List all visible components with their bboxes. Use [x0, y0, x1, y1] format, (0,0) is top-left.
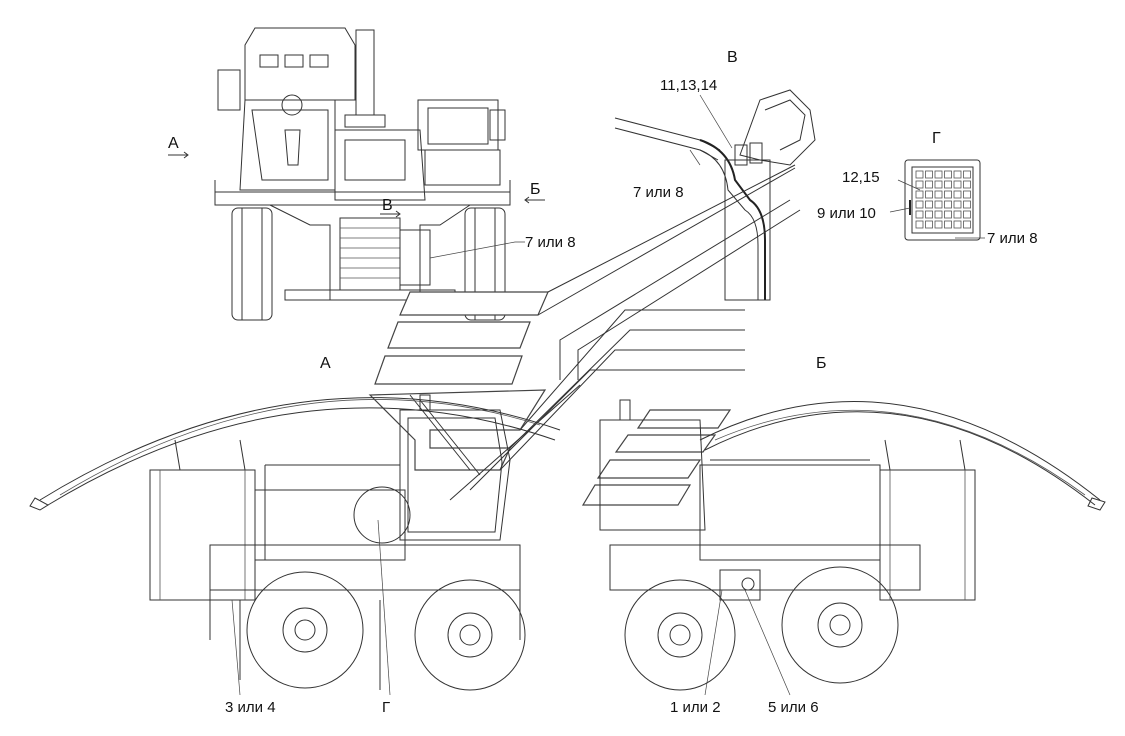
callout-1-or-2: 1 или 2 [670, 699, 721, 716]
view-title-g: Г [932, 130, 941, 147]
fuse-cell [944, 190, 952, 199]
fuse-cell [934, 220, 943, 229]
fuse-cell [963, 190, 971, 199]
callout-5-or-6: 5 или 6 [768, 699, 819, 716]
fuse-cell [953, 200, 962, 209]
arrow-label-b: Б [530, 181, 541, 198]
callout-7-or-8-front: 7 или 8 [525, 234, 576, 251]
fuse-cell [963, 220, 971, 229]
fuse-cell [963, 200, 971, 209]
fuse-cell [963, 180, 971, 189]
view-title-v: В [727, 49, 738, 66]
fuse-cell [953, 190, 962, 199]
fuse-cell [934, 180, 943, 189]
fuse-cell [944, 220, 952, 229]
fuse-cell [934, 190, 943, 199]
callout-12-15: 12,15 [842, 169, 880, 186]
fuse-cell [915, 190, 924, 199]
callout-7-or-8-view-v: 7 или 8 [633, 184, 684, 201]
fuse-cell [944, 180, 952, 189]
fuse-cell [944, 200, 952, 209]
callout-3-or-4: 3 или 4 [225, 699, 276, 716]
fuse-cell [925, 210, 933, 219]
fuse-cell [934, 170, 943, 179]
fuse-cell [925, 190, 933, 199]
side-view-a [29, 394, 561, 696]
fuse-cell [915, 180, 924, 189]
fuse-cell [953, 180, 962, 189]
fuse-cell [925, 200, 933, 209]
fuse-cell [925, 220, 933, 229]
fuse-cell [925, 170, 933, 179]
view-title-a: А [320, 355, 331, 372]
view-v-detail [614, 89, 816, 301]
arrow-label-a: А [168, 135, 179, 152]
view-g-fusebox [889, 159, 985, 241]
front-view [168, 27, 545, 321]
fuse-cell [953, 170, 962, 179]
callout-g-side: Г [382, 699, 390, 716]
fuse-cell [963, 170, 971, 179]
side-view-b [599, 399, 1106, 696]
fuse-cell [915, 210, 924, 219]
fuse-cell [915, 200, 924, 209]
callout-9-or-10: 9 или 10 [817, 205, 876, 222]
fuse-cell [925, 180, 933, 189]
fuse-cell [915, 170, 924, 179]
fuse-cell [944, 210, 952, 219]
fuse-cell [934, 200, 943, 209]
callout-11-13-14: 11,13,14 [660, 77, 717, 94]
fuse-cell [953, 220, 962, 229]
fuse-cell [944, 170, 952, 179]
fuse-cell [934, 210, 943, 219]
callout-7-or-8-view-g: 7 или 8 [987, 230, 1038, 247]
arrow-label-v: В [382, 197, 393, 214]
view-connectors [368, 164, 801, 506]
fuse-cell [963, 210, 971, 219]
fuse-cell [915, 220, 924, 229]
view-title-b: Б [816, 355, 827, 372]
fuse-cell [953, 210, 962, 219]
